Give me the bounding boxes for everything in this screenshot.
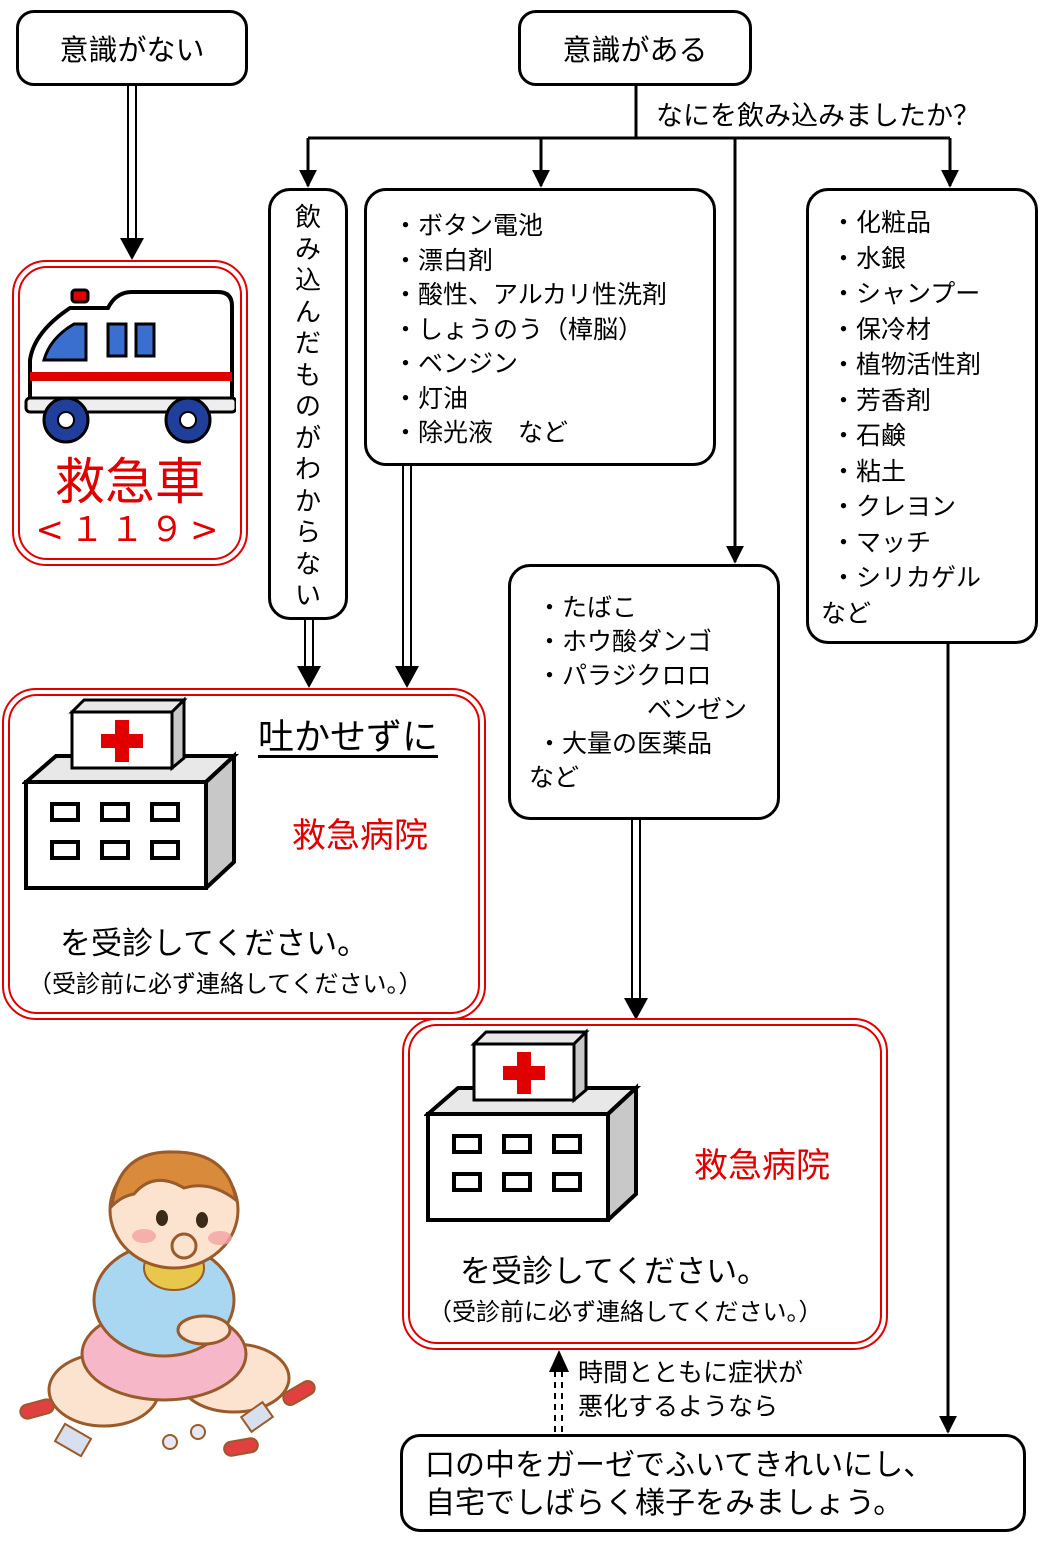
unknown-char: の <box>294 392 321 422</box>
unknown-char: 飲 <box>294 203 321 233</box>
unconscious-box: 意識がない <box>16 10 248 86</box>
list-item: ・ボタン電池 <box>393 211 544 240</box>
dangerous-items-list: ・ボタン電池 ・漂白剤 ・酸性、アルカリ性洗剤 ・しょうのう（樟脳） ・ベンジン… <box>393 209 667 451</box>
dangerous-items-box: ・ボタン電池 ・漂白剤 ・酸性、アルカリ性洗剤 ・しょうのう（樟脳） ・ベンジン… <box>364 188 716 466</box>
home-care-line: 口の中をガーゼでふいてきれいにし、 <box>425 1448 934 1483</box>
hospital-panel-2 <box>402 1018 888 1350</box>
toxic-items-box: ・たばこ ・ホウ酸ダンゴ ・パラジクロロ ベンゼン ・大量の医薬品 など <box>508 564 780 820</box>
list-item: ・ベンジン <box>393 349 519 378</box>
list-item: ・粘土 <box>831 456 907 486</box>
toxic-items-list: ・たばこ ・ホウ酸ダンゴ ・パラジクロロ ベンゼン ・大量の医薬品 など <box>529 591 748 795</box>
home-care-text: 口の中をガーゼでふいてきれいにし、 自宅でしばらく様子をみましょう。 <box>425 1447 933 1523</box>
list-item: ・除光液 など <box>393 418 569 447</box>
unknown-char: 込 <box>294 266 321 296</box>
ambulance-icon <box>24 288 236 444</box>
unknown-char: み <box>294 234 321 265</box>
list-item: ・シリカゲル <box>831 563 982 592</box>
worsen-note-line: 悪化するようなら <box>578 1392 779 1421</box>
ambulance-label: 救急車 <box>55 453 205 511</box>
list-item: ・マッチ <box>831 527 932 557</box>
list-item: など <box>529 763 580 792</box>
list-item: ・酸性、アルカリ性洗剤 <box>393 280 668 309</box>
list-item: ベンゼン <box>647 695 748 724</box>
hospital-icon <box>424 1028 642 1222</box>
contact-note-1: （受診前に必ず連絡してください。） <box>28 970 423 998</box>
unknown-char: も <box>294 360 321 391</box>
ambulance-number: <１１９> <box>35 510 225 550</box>
list-item: ・ホウ酸ダンゴ <box>537 627 713 656</box>
list-item: ・漂白剤 <box>393 245 494 275</box>
list-item: ・大量の医薬品 <box>537 729 713 758</box>
list-item: ・シャンプー <box>831 279 981 308</box>
hospital-panel-1 <box>2 688 486 1020</box>
home-care-box: 口の中をガーゼでふいてきれいにし、 自宅でしばらく様子をみましょう。 <box>400 1434 1026 1532</box>
home-care-line: 自宅でしばらく様子をみましょう。 <box>425 1486 904 1521</box>
hospital-name-2: 救急病院 <box>694 1146 830 1186</box>
unknown-char: い <box>294 581 321 611</box>
conscious-label: 意識がある <box>562 33 708 67</box>
unknown-label: 飲 み 込 ん だ も の が わ か ら な い <box>271 203 345 613</box>
unknown-char: が <box>294 423 321 454</box>
no-vomit-label: 吐かせずに <box>258 717 439 758</box>
unconscious-label: 意識がない <box>59 33 205 67</box>
unknown-char: な <box>294 549 321 580</box>
list-item: ・灯油 <box>393 383 469 413</box>
unknown-char: ん <box>294 297 321 328</box>
list-item: ・クレヨン <box>831 492 957 521</box>
worsen-note-line: 時間とともに症状が <box>578 1358 804 1387</box>
conscious-box: 意識がある <box>518 10 752 86</box>
unknown-char: か <box>294 486 321 517</box>
worsen-note: 時間とともに症状が 悪化するようなら <box>578 1356 803 1424</box>
visit-instruction-1: を受診してください。 <box>60 926 369 962</box>
list-item: ・しょうのう（樟脳） <box>393 314 644 344</box>
list-item: ・化粧品 <box>831 208 932 237</box>
unknown-char: だ <box>294 329 321 359</box>
hospital-name-1: 救急病院 <box>292 816 428 856</box>
list-item: ・芳香剤 <box>831 385 932 415</box>
list-item: など <box>821 598 872 628</box>
unknown-box: 飲 み 込 ん だ も の が わ か ら な い <box>268 188 348 620</box>
list-item: ・水銀 <box>831 243 907 273</box>
list-item: ・パラジクロロ <box>537 661 712 690</box>
baby-illustration <box>19 1150 316 1458</box>
unknown-char: ら <box>294 518 321 548</box>
question-text: なにを飲み込みましたか？ <box>656 101 980 132</box>
contact-note-2: （受診前に必ず連絡してください。） <box>428 1298 823 1326</box>
mild-items-list: ・化粧品 ・水銀 ・シャンプー ・保冷材 ・植物活性剤 ・芳香剤 ・石鹸 ・粘土… <box>821 205 982 631</box>
list-item: ・石鹸 <box>831 421 907 450</box>
list-item: ・植物活性剤 <box>831 350 982 379</box>
list-item: ・保冷材 <box>831 314 932 344</box>
list-item: ・たばこ <box>537 593 638 622</box>
hospital-icon <box>22 696 240 890</box>
ambulance-panel <box>12 260 248 566</box>
unknown-char: わ <box>294 455 321 485</box>
mild-items-box: ・化粧品 ・水銀 ・シャンプー ・保冷材 ・植物活性剤 ・芳香剤 ・石鹸 ・粘土… <box>806 188 1038 644</box>
visit-instruction-2: を受診してください。 <box>460 1254 769 1290</box>
